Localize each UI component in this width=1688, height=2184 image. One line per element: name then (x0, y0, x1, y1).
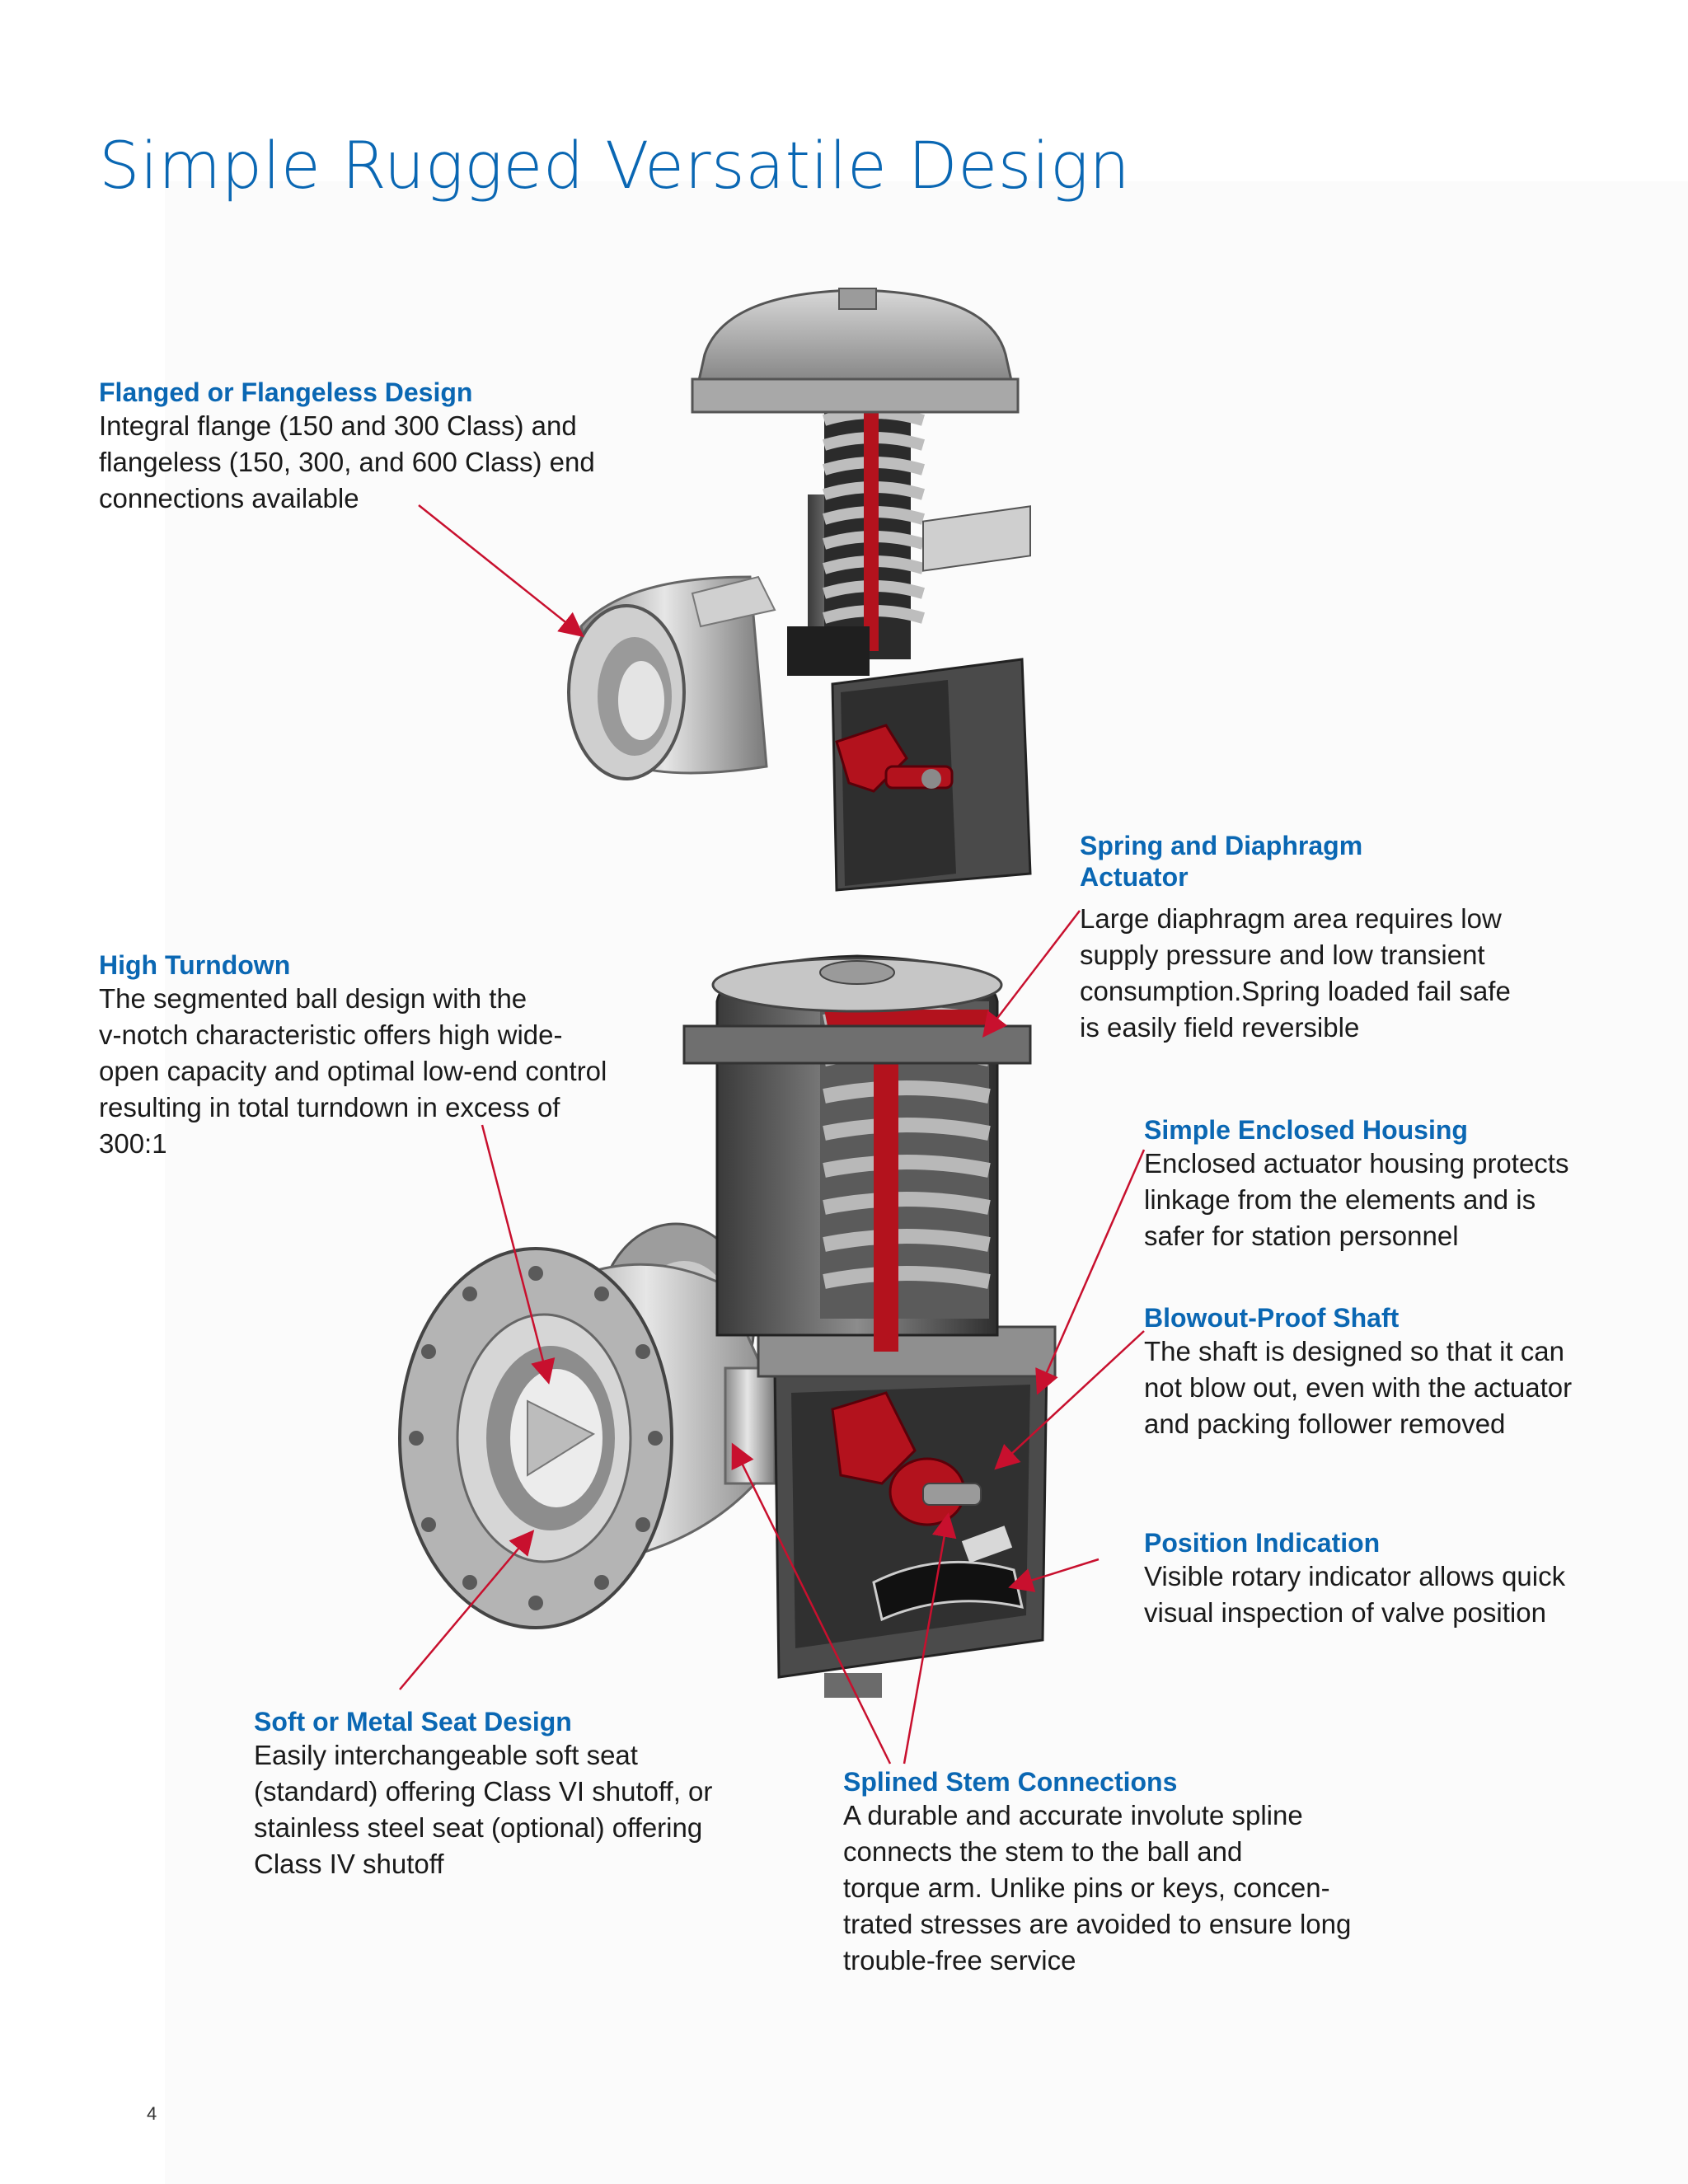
callout-heading: Splined Stem Connections (843, 1767, 1178, 1797)
callout-soft-metal-seat: Soft or Metal Seat Design Easily interch… (254, 1706, 712, 1882)
callout-body: The shaft is designed so that it can not… (1144, 1336, 1573, 1439)
callout-body: A durable and accurate involute spline c… (843, 1800, 1352, 1975)
callout-blowout-proof-shaft: Blowout-Proof Shaft The shaft is designe… (1144, 1302, 1572, 1442)
callout-high-turndown: High Turndown The segmented ball design … (99, 949, 607, 1162)
callout-simple-enclosed-housing: Simple Enclosed Housing Enclosed actuato… (1144, 1114, 1568, 1254)
callout-heading: Soft or Metal Seat Design (254, 1707, 572, 1736)
callout-body: Easily interchangeable soft seat (standa… (254, 1740, 713, 1879)
callout-heading: Position Indication (1144, 1528, 1381, 1558)
callout-spring-diaphragm-actuator: Spring and Diaphragm Actuator Large diap… (1080, 830, 1511, 1046)
callout-position-indication: Position Indication Visible rotary indic… (1144, 1527, 1565, 1631)
callout-heading: High Turndown (99, 950, 291, 980)
callout-heading: Spring and Diaphragm Actuator (1080, 831, 1363, 892)
callout-body: Integral flange (150 and 300 Class) and … (99, 410, 595, 513)
page-title: Simple Rugged Versatile Design (99, 129, 1131, 204)
page-number: 4 (147, 2103, 157, 2124)
callout-body: Visible rotary indicator allows quick vi… (1144, 1561, 1566, 1628)
callout-flanged-design: Flanged or Flangeless Design Integral fl… (99, 377, 595, 517)
callout-heading: Flanged or Flangeless Design (99, 377, 473, 407)
callout-body: Large diaphragm area requires low supply… (1080, 903, 1511, 1043)
callout-body: The segmented ball design with the v-not… (99, 983, 607, 1159)
callout-body: Enclosed actuator housing protects linka… (1144, 1148, 1569, 1251)
callout-heading: Blowout-Proof Shaft (1144, 1303, 1400, 1333)
callout-heading: Simple Enclosed Housing (1144, 1115, 1468, 1145)
callout-splined-stem-connections: Splined Stem Connections A durable and a… (843, 1766, 1351, 1979)
